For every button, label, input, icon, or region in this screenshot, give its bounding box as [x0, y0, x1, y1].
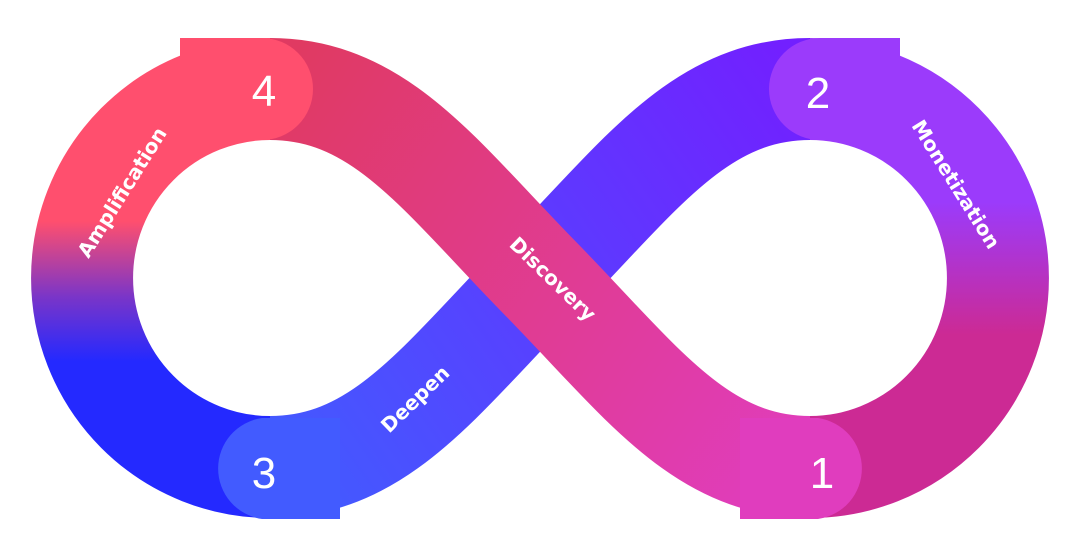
pink-diagonal-band	[268, 38, 812, 518]
stage-number-4: 4	[252, 67, 276, 116]
stage-number-2: 2	[806, 69, 830, 118]
left-loop-arc	[31, 38, 272, 518]
stage-number-1: 1	[810, 449, 834, 498]
stage-3-cap	[218, 418, 340, 519]
stage-4-cap	[180, 38, 313, 140]
stage-number-3: 3	[252, 449, 276, 498]
stage-1-cap	[740, 418, 862, 519]
stage-2-cap	[769, 38, 900, 140]
right-loop-arc	[808, 38, 1049, 518]
